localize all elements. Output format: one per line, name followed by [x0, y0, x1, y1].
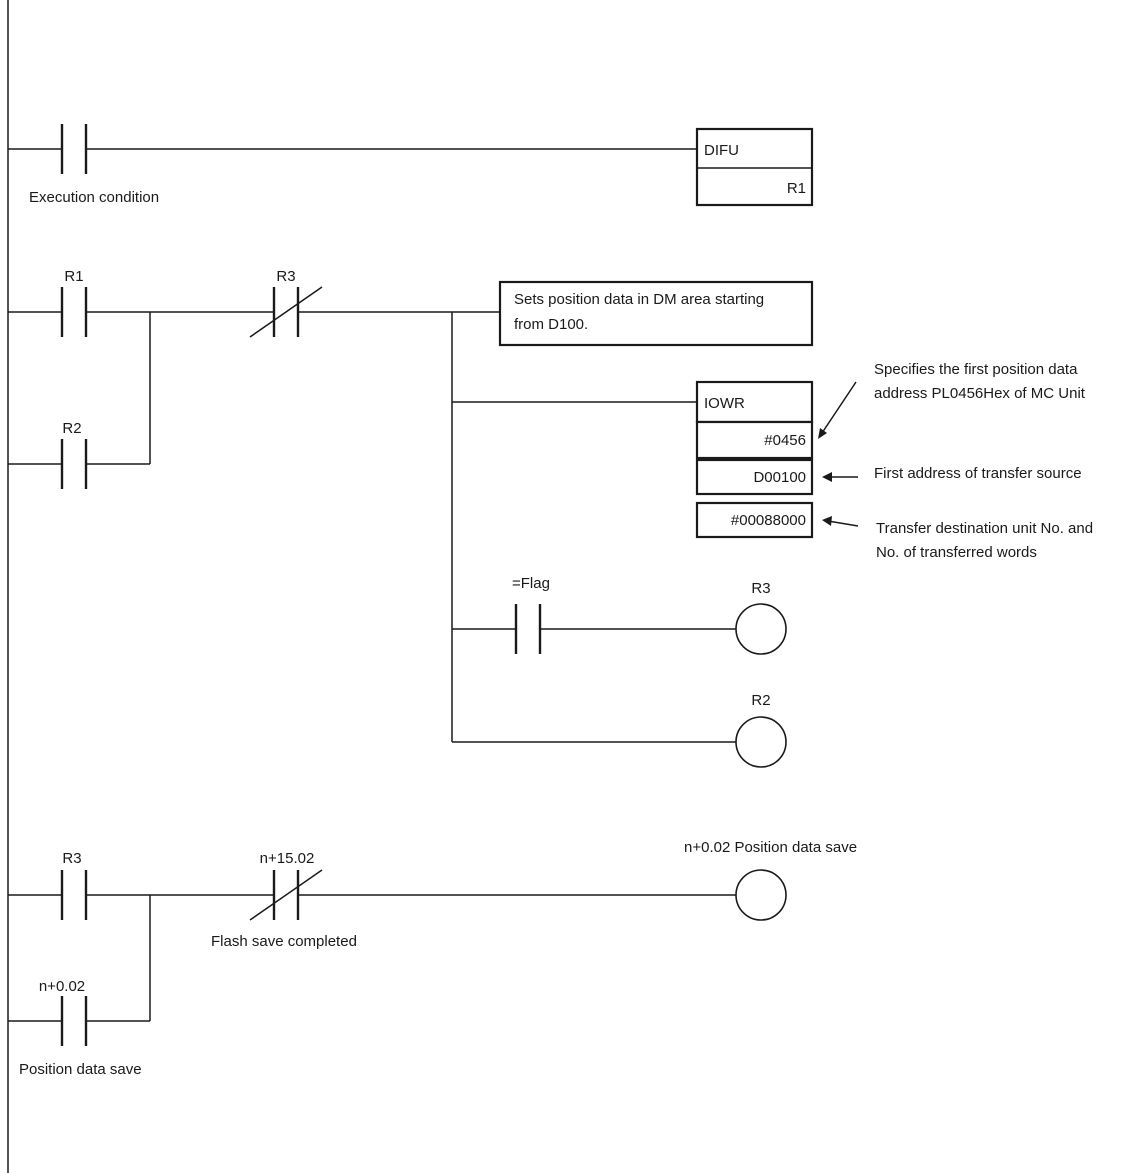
difu-operand: R1	[787, 180, 806, 197]
coil-r3-label: R3	[751, 580, 770, 597]
coil-position-data-save-label: n+0.02 Position data save	[684, 839, 857, 856]
contact-r2-label: R2	[62, 420, 81, 437]
iowr-operand-3: #00088000	[731, 512, 806, 529]
note-op3-line-2: No. of transferred words	[876, 544, 1037, 561]
note-op2: First address of transfer source	[874, 465, 1082, 482]
contact-equals-flag-label: =Flag	[512, 575, 550, 592]
iowr-instruction-block[interactable]: IOWR #0456 D00100 #00088000	[695, 380, 814, 539]
annotation-op2: First address of transfer source	[822, 465, 1082, 482]
comment-line-1: Sets position data in DM area starting	[514, 291, 764, 308]
note-op3-line-1: Transfer destination unit No. and	[876, 520, 1093, 537]
comment-line-2: from D100.	[514, 316, 588, 333]
annotation-op1: Specifies the first position data addres…	[818, 361, 1086, 439]
difu-label: DIFU	[704, 142, 739, 159]
contact-n002-note: Position data save	[19, 1061, 142, 1078]
contact-equals-flag[interactable]	[514, 604, 542, 654]
iowr-operand-1: #0456	[764, 432, 806, 449]
contact-r3-rung3[interactable]	[60, 870, 88, 920]
coil-r2-label: R2	[751, 692, 770, 709]
contact-r1-label: R1	[64, 268, 83, 285]
note-op1-line-1: Specifies the first position data	[874, 361, 1078, 378]
iowr-label: IOWR	[704, 395, 745, 412]
difu-instruction-block[interactable]: DIFU R1	[695, 127, 814, 207]
iowr-operand-2: D00100	[753, 469, 806, 486]
rung-2: R1 R2 R3 Sets position data in DM area s…	[8, 268, 1093, 768]
contact-r3-rung3-label: R3	[62, 850, 81, 867]
contact-r2[interactable]	[60, 439, 88, 489]
rung-3: R3 n+0.02 Position data save n+15.02 Fla…	[8, 839, 857, 1078]
rung-1: Execution condition DIFU R1	[8, 124, 814, 207]
contact-n002-label: n+0.02	[39, 978, 85, 995]
contact-n1502-label: n+15.02	[260, 850, 315, 867]
coil-position-data-save[interactable]	[735, 869, 787, 921]
position-data-comment-box: Sets position data in DM area starting f…	[498, 280, 814, 347]
contact-r3-label: R3	[276, 268, 295, 285]
flash-save-completed-label: Flash save completed	[211, 933, 357, 950]
contact-n002[interactable]	[60, 996, 88, 1046]
execution-condition-label: Execution condition	[29, 189, 159, 206]
annotation-op3: Transfer destination unit No. and No. of…	[822, 516, 1093, 561]
execution-condition-contact[interactable]	[60, 124, 88, 174]
coil-r3[interactable]	[735, 603, 787, 655]
note-op1-line-2: address PL0456Hex of MC Unit	[874, 385, 1086, 402]
contact-r1[interactable]	[60, 287, 88, 337]
coil-r2[interactable]	[735, 716, 787, 768]
